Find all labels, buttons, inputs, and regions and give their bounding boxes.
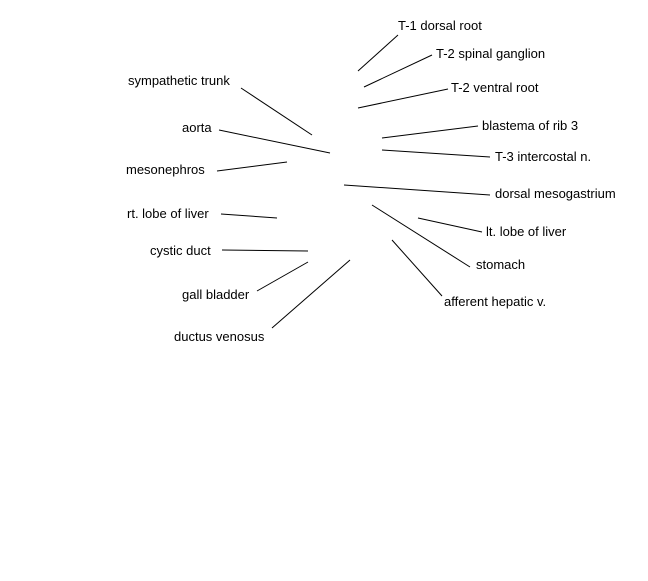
label-cystic-duct: cystic duct <box>150 243 211 258</box>
leader-lt-lobe-liver <box>417 217 483 233</box>
label-lt-lobe-liver: lt. lobe of liver <box>486 224 567 239</box>
label-mesonephros: mesonephros <box>126 162 205 177</box>
leader-sympathetic-trunk <box>240 87 313 136</box>
label-t2-spinal-ganglion: T-2 spinal ganglion <box>436 46 546 61</box>
leader-t2-spinal-ganglion <box>363 54 433 88</box>
label-aorta: aorta <box>182 120 212 135</box>
leader-cystic-duct <box>221 249 309 252</box>
leader-t3-intercostal <box>381 149 491 158</box>
label-t2-ventral-root: T-2 ventral root <box>451 80 539 95</box>
label-blastema-rib3: blastema of rib 3 <box>482 118 579 133</box>
label-t1-dorsal-root: T-1 dorsal root <box>398 18 482 33</box>
label-sympathetic-trunk: sympathetic trunk <box>128 73 230 88</box>
label-ductus-venosus: ductus venosus <box>174 329 265 344</box>
leader-stomach <box>371 204 471 268</box>
leader-rt-lobe-liver <box>220 213 278 219</box>
leader-mesonephros <box>216 161 288 172</box>
label-t3-intercostal: T-3 intercostal n. <box>495 149 592 164</box>
leader-afferent-hepatic <box>391 239 443 297</box>
leader-t2-ventral-root <box>357 88 449 109</box>
leader-ductus-venosus <box>271 259 351 329</box>
label-rt-lobe-liver: rt. lobe of liver <box>127 206 209 221</box>
label-stomach: stomach <box>476 257 526 272</box>
leader-dorsal-mesogastrium <box>343 184 491 196</box>
label-afferent-hepatic: afferent hepatic v. <box>444 294 547 309</box>
leader-blastema-rib3 <box>381 125 479 139</box>
leader-gall-bladder <box>256 261 309 292</box>
leader-t1-dorsal-root <box>357 34 399 72</box>
label-dorsal-mesogastrium: dorsal mesogastrium <box>495 186 616 201</box>
leader-aorta <box>218 129 331 154</box>
label-gall-bladder: gall bladder <box>182 287 250 302</box>
